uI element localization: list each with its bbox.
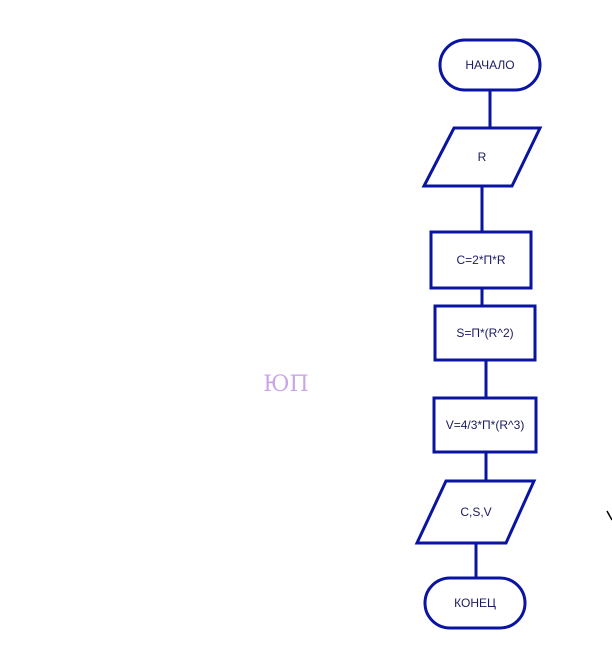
input-node: R: [421, 126, 543, 188]
end-node-label: КОНЕЦ: [454, 596, 496, 610]
start-node-label: НАЧАЛО: [465, 58, 514, 72]
process-v-label: V=4/3*П*(R^3): [446, 418, 525, 432]
edge-mark: [606, 510, 612, 521]
output-node: C,S,V: [414, 479, 537, 545]
start-node: НАЧАЛО: [438, 38, 542, 92]
process-c-label: C=2*П*R: [457, 253, 506, 267]
process-s-label: S=П*(R^2): [456, 326, 513, 340]
process-c-node: C=2*П*R: [429, 230, 533, 290]
end-node: КОНЕЦ: [423, 576, 527, 630]
process-s-node: S=П*(R^2): [433, 304, 537, 362]
input-node-label: R: [478, 150, 487, 164]
output-node-label: C,S,V: [460, 505, 491, 519]
process-v-node: V=4/3*П*(R^3): [432, 396, 538, 454]
watermark-text: ЮП: [263, 372, 308, 397]
